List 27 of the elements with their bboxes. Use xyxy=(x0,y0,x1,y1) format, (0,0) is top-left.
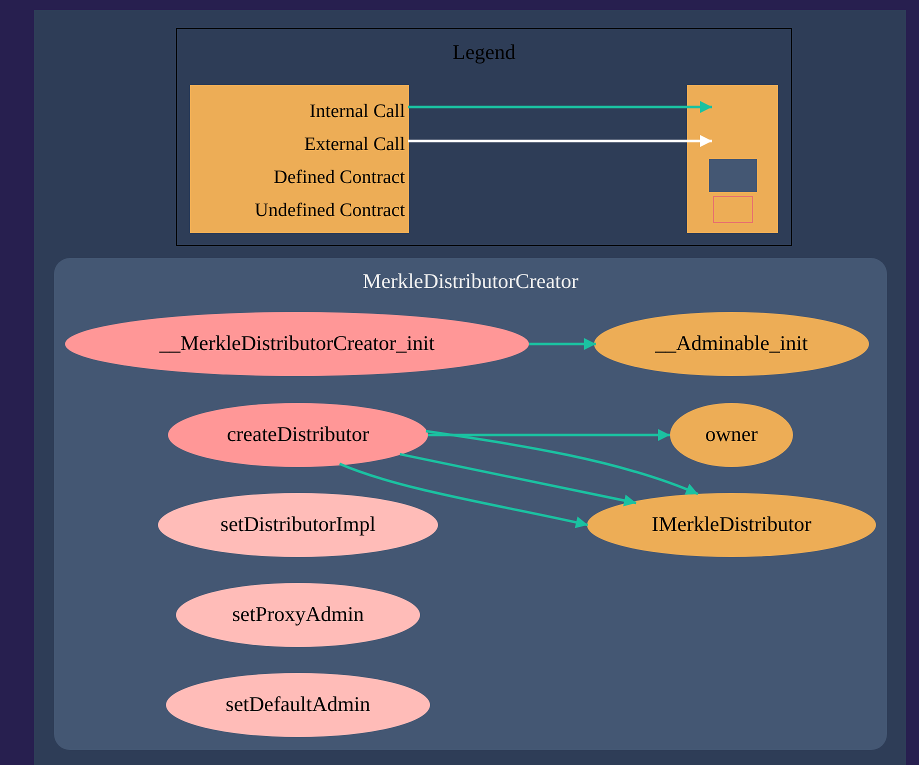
defined-contract-swatch xyxy=(709,159,757,192)
call-arrow xyxy=(339,462,588,528)
legend-key-panel xyxy=(190,85,409,233)
function-name: setProxyAdmin xyxy=(232,601,364,628)
call-arrow xyxy=(400,452,636,506)
call-arrow xyxy=(408,100,712,113)
function-name: __Adminable_init xyxy=(655,330,808,358)
legend-panel xyxy=(176,28,792,246)
legend-title: Legend xyxy=(452,39,516,66)
legend-text: Defined Contract xyxy=(274,166,405,190)
legend-text: Undefined Contract xyxy=(254,199,405,223)
function-name: __MerkleDistributorCreator_init xyxy=(159,330,435,358)
function-name: IMerkleDistributor xyxy=(652,511,812,538)
function-name: setDistributorImpl xyxy=(220,511,376,538)
contract-cluster xyxy=(54,258,887,750)
function-name: owner xyxy=(705,421,758,448)
function-name: createDistributor xyxy=(226,421,370,448)
call-arrow xyxy=(408,134,712,147)
call-arrow xyxy=(426,430,698,496)
function-name: setDefaultAdmin xyxy=(226,691,370,718)
cluster-title: MerkleDistributorCreator xyxy=(362,268,578,295)
undefined-contract-swatch xyxy=(713,196,753,223)
call-arrow xyxy=(529,338,596,350)
legend-text: External Call xyxy=(304,133,405,157)
legend-sample-panel xyxy=(687,85,778,233)
call-arrow xyxy=(428,429,670,441)
legend-text: Internal Call xyxy=(310,100,405,124)
